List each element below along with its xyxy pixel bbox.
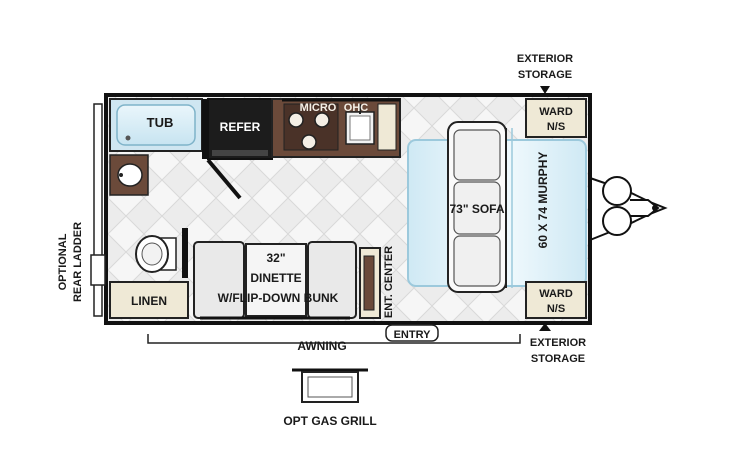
toilet [135, 235, 177, 273]
linen-label: LINEN [131, 294, 167, 308]
dinette-bench-left [193, 241, 245, 319]
bathroom-door [206, 158, 242, 200]
ward-bottom-label: WARD [539, 288, 573, 300]
ext-storage-bottom-label: EXTERIOR [530, 337, 586, 349]
entry-door[interactable] [385, 324, 439, 342]
ext-storage-top-label: EXTERIOR [517, 53, 573, 65]
entry-label: ENTRY [394, 329, 432, 341]
propane-tank-icon [602, 176, 632, 206]
dinette-label: DINETTE [250, 271, 301, 285]
ward-top-label: WARD [539, 106, 573, 118]
linen-cabinet [109, 281, 189, 319]
ext-storage-bottom-label-2: STORAGE [531, 353, 585, 365]
dinette-bunk-label: W/FLIP-DOWN BUNK [218, 291, 339, 305]
burner-icon [314, 112, 330, 128]
refer-label: REFER [220, 120, 261, 134]
outer-wall [104, 93, 592, 325]
kitchen [207, 98, 401, 160]
gas-grill-label: OPT GAS GRILL [283, 414, 376, 428]
burner-icon [288, 112, 304, 128]
ladder-label-2: REAR LADDER [72, 222, 84, 302]
burner-icon [301, 134, 317, 150]
ext-storage-top-label-2: STORAGE [518, 69, 572, 81]
arrow-up-icon [539, 323, 551, 331]
wardrobe-top [525, 98, 587, 138]
micro-label: MICRO [300, 102, 337, 114]
ent-center-label: ENT. CENTER [383, 246, 395, 318]
tub-label: TUB [147, 115, 174, 130]
wardrobe-bottom [525, 281, 587, 319]
hitch-assembly [589, 176, 668, 241]
bathroom [109, 98, 242, 319]
rear-ladder [93, 103, 103, 317]
refrigerator [207, 98, 273, 160]
dinette [193, 241, 357, 320]
propane-tank-icon [602, 206, 632, 236]
arrow-down-icon [540, 86, 550, 94]
entertainment-center [359, 247, 381, 319]
murphy-label: 60 X 74 MURPHY [536, 152, 550, 249]
ladder-step [90, 254, 106, 286]
awning-label: AWNING [297, 339, 346, 353]
ohc-label: OHC [344, 102, 369, 114]
ladder-label: OPTIONAL [57, 233, 69, 290]
dinette-size-label: 32" [266, 251, 285, 265]
dinette-bench-right [307, 241, 357, 319]
sofa-label: 73" SOFA [449, 202, 504, 216]
ward-bottom-ns-label: N/S [547, 303, 565, 315]
ward-top-ns-label: N/S [547, 121, 565, 133]
sofa-murphy-bed [407, 121, 587, 293]
awning-rail [147, 334, 521, 344]
gas-grill [292, 368, 368, 403]
dinette-table [245, 243, 307, 317]
